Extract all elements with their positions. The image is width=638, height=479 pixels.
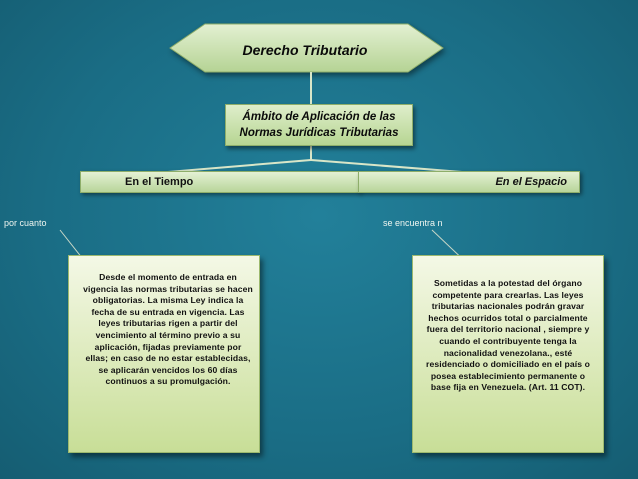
link-label-space: se encuentra n	[383, 218, 443, 228]
branch-time-label: En el Tiempo	[125, 176, 194, 188]
space-description-text: Sometidas a la potestad del órgano compe…	[426, 278, 590, 393]
scope-label: Ámbito de Aplicación de las Normas Juríd…	[239, 111, 399, 139]
time-description-text: Desde el momento de entrada en vigencia …	[83, 272, 253, 387]
branch-space-label: En el Espacio	[495, 176, 567, 188]
branch-right-line	[310, 159, 463, 173]
title-hexagon	[169, 23, 444, 73]
space-description-card: Sometidas a la potestad del órgano compe…	[412, 255, 604, 453]
branch-left-line	[167, 159, 312, 173]
branch-space-node: En el Espacio	[358, 171, 580, 193]
time-description-card: Desde el momento de entrada en vigencia …	[68, 255, 260, 453]
scope-node: Ámbito de Aplicación de las Normas Juríd…	[225, 104, 413, 146]
link-label-time: por cuanto	[4, 218, 47, 228]
branch-time-node: En el Tiempo	[80, 171, 360, 193]
